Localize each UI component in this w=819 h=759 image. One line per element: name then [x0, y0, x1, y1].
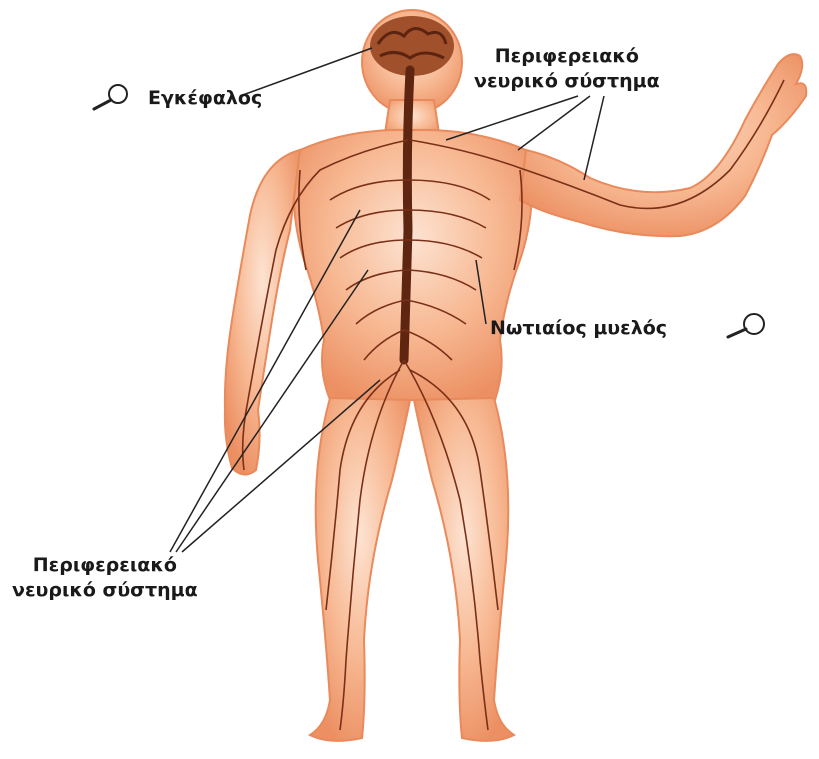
peripheral-nervous-system-label-top: Περιφερειακό νευρικό σύστημα [474, 44, 660, 94]
pns-top-line1: Περιφερειακό [474, 44, 660, 69]
brain-label-text: Εγκέφαλος [148, 86, 262, 111]
magnifier-icon [724, 310, 768, 340]
spinal-cord-label-text: Νωτιαίος μυελός [490, 316, 667, 341]
peripheral-nervous-system-label-bottom: Περιφερειακό νευρικό σύστημα [12, 553, 198, 603]
spinal-cord-label: Νωτιαίος μυελός [490, 316, 667, 341]
body-silhouette [225, 10, 806, 741]
magnifier-icon [90, 82, 132, 112]
spinal-cord-shape [404, 70, 410, 360]
pns-bottom-line1: Περιφερειακό [12, 553, 198, 578]
brain-label: Εγκέφαλος [148, 86, 262, 111]
pns-top-line2: νευρικό σύστημα [474, 69, 660, 94]
pns-bottom-line2: νευρικό σύστημα [12, 578, 198, 603]
